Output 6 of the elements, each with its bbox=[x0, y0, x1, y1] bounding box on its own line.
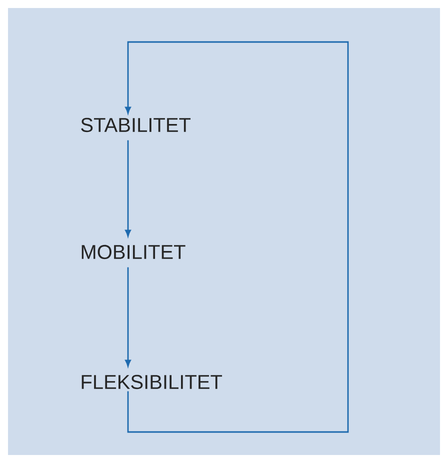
stage-label: FLEKSIBILITET bbox=[82, 374, 222, 390]
arrow bbox=[125, 41, 349, 433]
arrow bbox=[125, 140, 131, 237]
stage-label: MOBILITET bbox=[82, 244, 186, 260]
stage-label: STABILITET bbox=[81, 118, 191, 132]
arrow bbox=[125, 267, 131, 367]
